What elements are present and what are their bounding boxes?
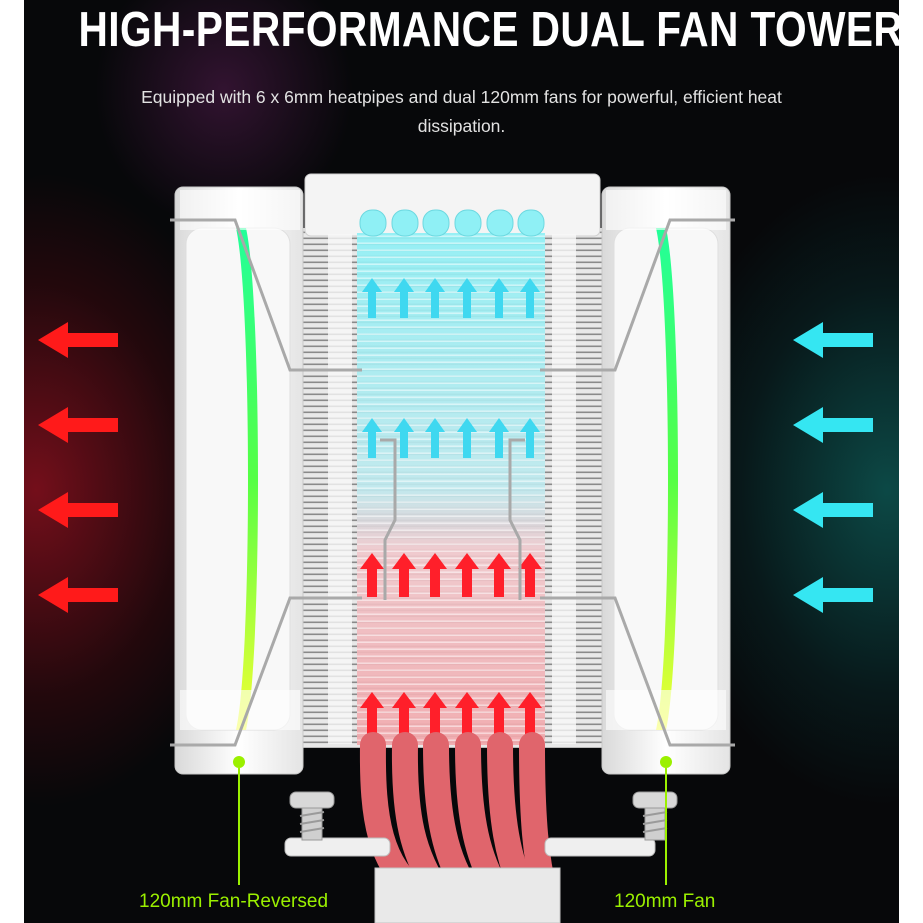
heatsink: [302, 173, 608, 748]
arrow-left-icon: [38, 577, 118, 613]
left-fan-label: 120mm Fan-Reversed: [139, 891, 329, 912]
intake-arrows: [793, 322, 873, 613]
mounting-bracket: [284, 791, 678, 923]
arrow-left-icon: [793, 407, 873, 443]
page-title: HIGH-PERFORMANCE DUAL FAN TOWER: [78, 3, 904, 57]
fan-wire-clips: [170, 218, 735, 747]
airflow-up-arrows: [360, 278, 542, 736]
callout-leaders: [233, 756, 672, 885]
arrow-left-icon: [793, 322, 873, 358]
right-fan: [601, 186, 731, 775]
arrow-left-icon: [793, 492, 873, 528]
exhaust-arrows: [38, 322, 118, 613]
page-subtitle: Equipped with 6 x 6mm heatpipes and dual…: [141, 87, 782, 136]
left-fan: [174, 186, 304, 775]
right-fan-label: 120mm Fan: [614, 891, 716, 912]
arrow-left-icon: [793, 577, 873, 613]
arrow-left-icon: [38, 492, 118, 528]
arrow-left-icon: [38, 407, 118, 443]
arrow-left-icon: [38, 322, 118, 358]
